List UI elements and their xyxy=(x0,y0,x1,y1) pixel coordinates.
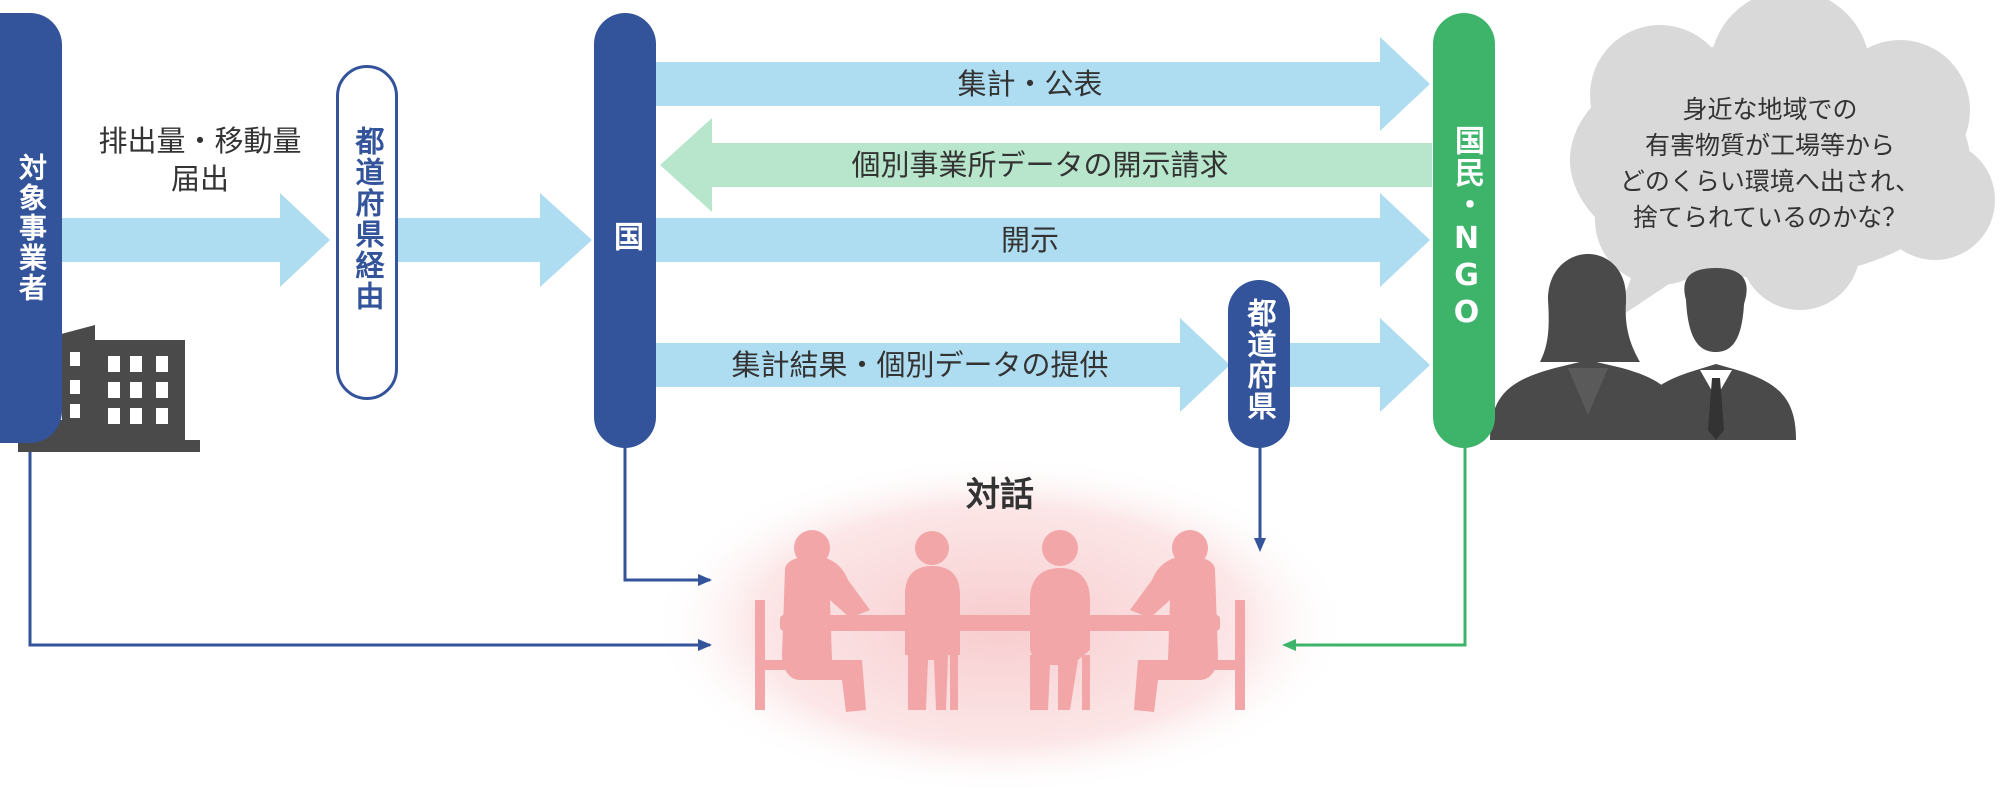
node-prefecture-route-label: 都道府県経由 xyxy=(351,126,385,312)
businesswoman-collar xyxy=(1568,368,1608,415)
dialogue-label: 対話 xyxy=(966,475,1034,515)
speech-bubble-line-2: 有害物質が工場等から xyxy=(1644,131,1895,160)
node-country: 国 xyxy=(594,13,656,448)
provide-results-arrow-2 xyxy=(1290,318,1430,412)
node-prefecture-route: 都道府県経由 xyxy=(336,65,398,400)
arrowhead xyxy=(1254,538,1266,552)
speech-bubble-line-3: どのくらい環境へ出され、 xyxy=(1619,167,1921,196)
disclosure-request-arrow xyxy=(660,118,1432,212)
citizens-to-dialogue-line xyxy=(1290,440,1467,647)
disclosure-label: 開示 xyxy=(1000,223,1059,257)
emission-report-line-1: 排出量・移動量 xyxy=(98,124,302,158)
emission-report-line-2: 届出 xyxy=(170,162,229,196)
speech-bubble-line-4: 捨てられているのかな？ xyxy=(1632,203,1908,232)
arrowhead xyxy=(698,574,712,586)
node-citizens-ngo-label: 国民・NGO xyxy=(1449,125,1484,332)
provide-results-arrow-1 xyxy=(656,318,1230,412)
disclosure-arrow xyxy=(656,193,1430,287)
node-target-business: 対象事業者 xyxy=(0,13,62,443)
emission-report-label: 排出量・移動量 届出 xyxy=(80,122,320,198)
node-target-business-label: 対象事業者 xyxy=(15,153,48,303)
report-arrow-1 xyxy=(60,193,330,287)
disclosure-request-label: 個別事業所データの開示請求 xyxy=(851,148,1229,182)
business-to-dialogue-line xyxy=(28,440,710,647)
meeting-table-icon xyxy=(755,530,1245,712)
report-arrow-2 xyxy=(398,193,592,287)
arrowhead xyxy=(1282,639,1296,651)
node-prefecture-label: 都道府県 xyxy=(1243,298,1277,422)
aggregate-publish-label: 集計・公表 xyxy=(957,67,1103,101)
country-to-dialogue-line xyxy=(623,440,710,582)
speech-bubble xyxy=(1570,0,1995,320)
node-citizens-ngo: 国民・NGO xyxy=(1433,13,1495,448)
businessman-tie xyxy=(1708,378,1724,440)
speech-bubble-line-1: 身近な地域での xyxy=(1682,95,1858,124)
arrowhead xyxy=(698,639,712,651)
aggregate-publish-arrow xyxy=(656,37,1430,131)
provide-results-label: 集計結果・個別データの提供 xyxy=(731,348,1109,382)
node-country-label: 国 xyxy=(608,221,643,253)
speech-bubble-text: 身近な地域での 有害物質が工場等から どのくらい環境へ出され、 捨てられているの… xyxy=(1610,92,1930,236)
node-prefecture: 都道府県 xyxy=(1228,280,1290,448)
